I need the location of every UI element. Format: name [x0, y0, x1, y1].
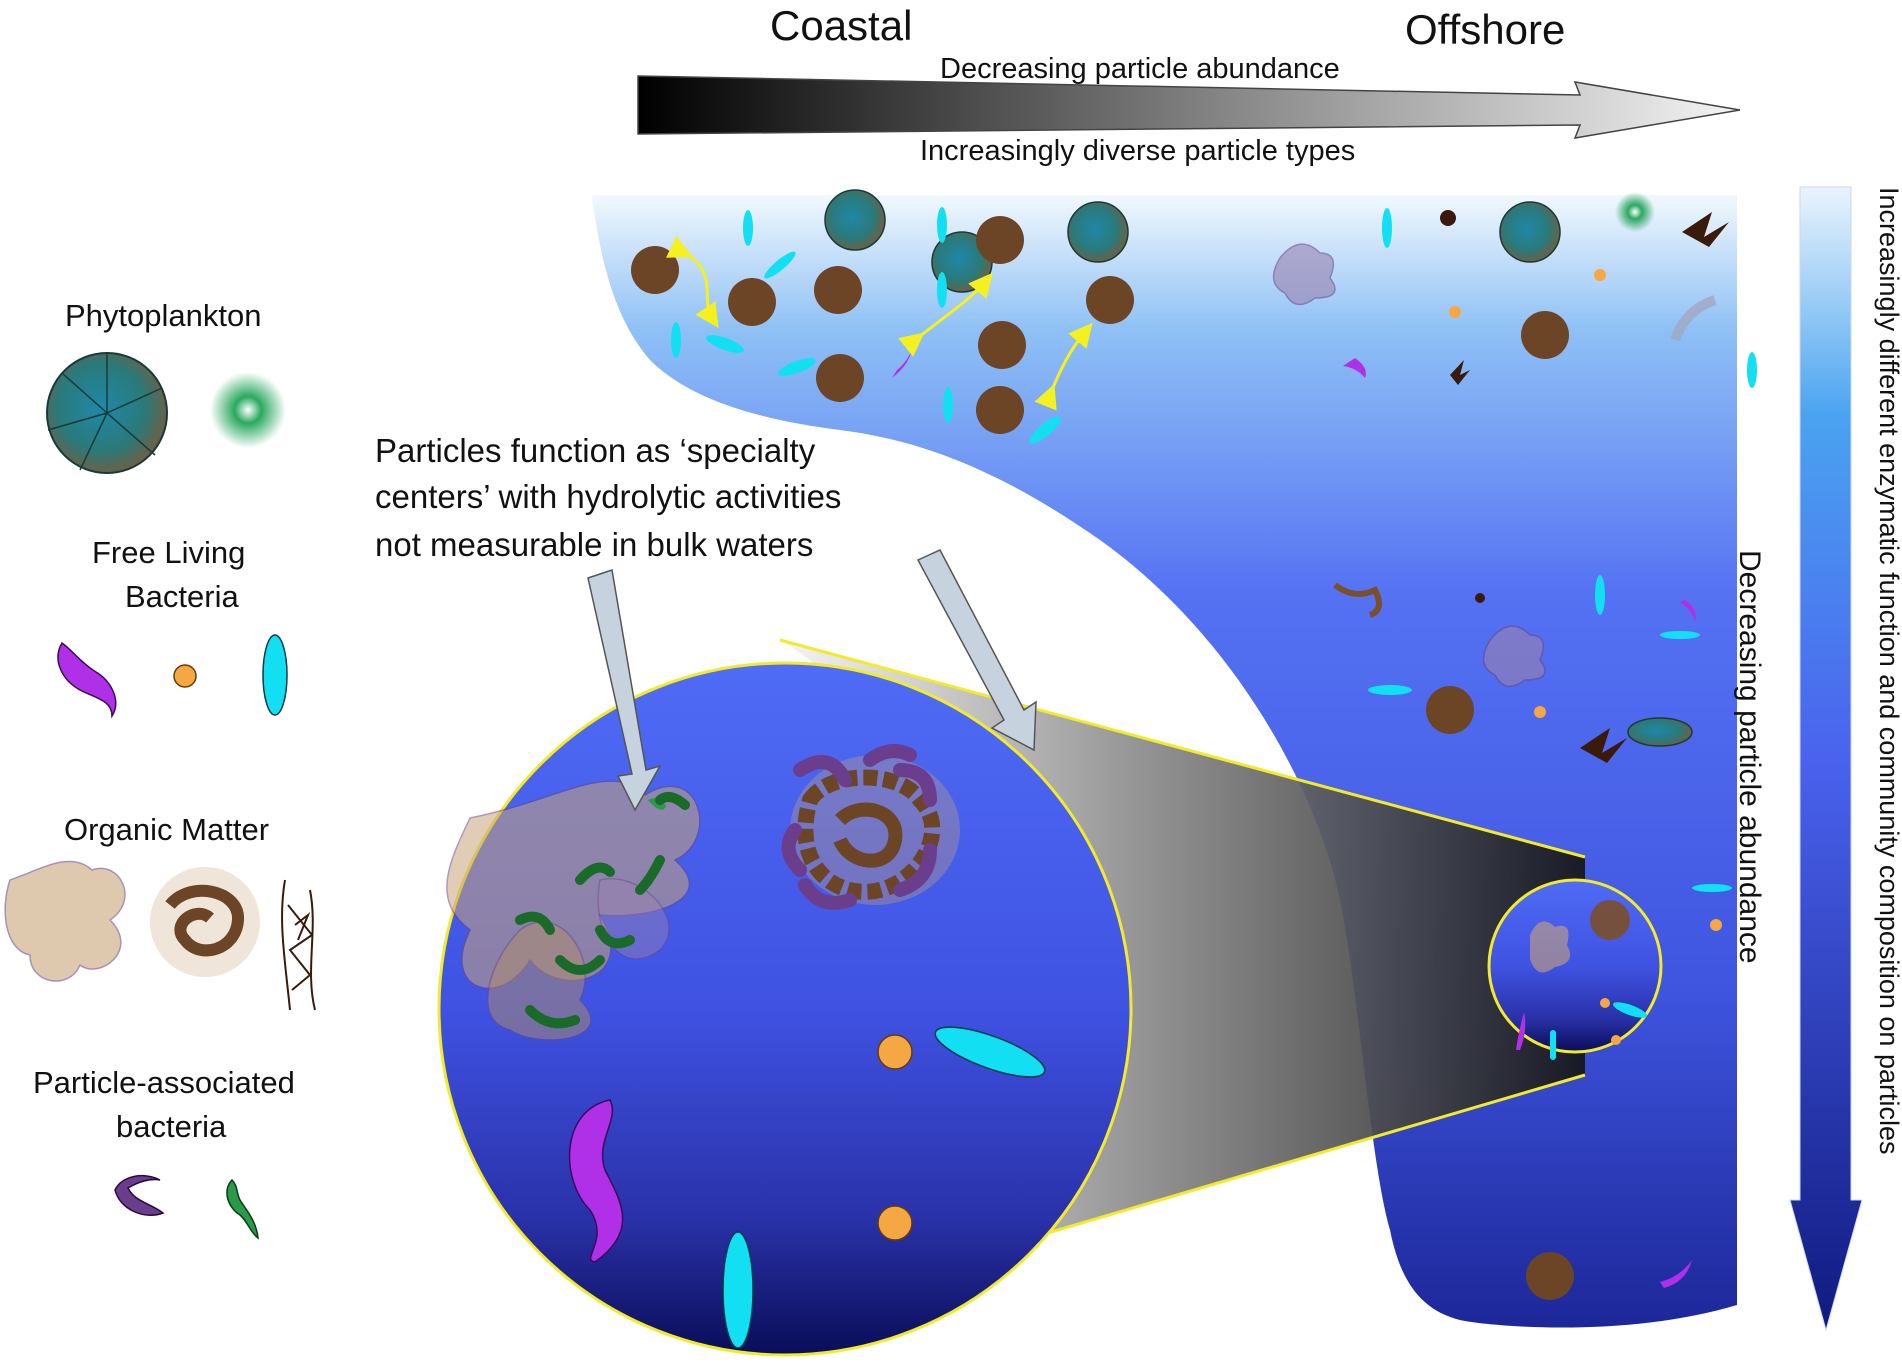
small-dark-particle — [1475, 593, 1485, 603]
callout-line1: Particles function as ‘specialty — [375, 432, 816, 469]
grey-detritus — [1670, 295, 1717, 342]
callout-line2: centers’ with hydrolytic activities — [375, 478, 841, 515]
vertical-gradient-label: Increasingly different enzymatic functio… — [1874, 187, 1902, 1154]
depth-gradient-arrow — [1789, 186, 1863, 1332]
top-arrow-upper-label: Decreasing particle abundance — [940, 53, 1340, 85]
diatom — [1627, 717, 1693, 747]
orange-coccus-bacterium — [877, 1034, 913, 1070]
top-arrow-lower-label: Increasingly diverse particle types — [920, 135, 1355, 167]
diatom — [1499, 201, 1561, 263]
depth-arrow-label: Decreasing particle abundance — [1733, 550, 1766, 964]
cyan-rod-bacterium — [706, 335, 744, 353]
cyan-rod-bacterium — [1747, 352, 1757, 388]
legend-phytoplankton-label: Phytoplankton — [65, 298, 261, 333]
transparent-exopolymer-icon — [4, 860, 126, 982]
small-dark-particle — [1440, 210, 1456, 226]
detrital-fragment — [1450, 360, 1470, 385]
purple-bacterium — [1679, 600, 1696, 622]
cyan-rod-bacterium — [764, 251, 796, 279]
cyan-rod-bacterium — [671, 322, 681, 358]
green-bacterium-icon — [226, 1178, 259, 1240]
diatom-segments — [47, 353, 163, 471]
cyan-rod-bacterium — [1595, 575, 1605, 615]
orange-coccus-bacterium — [1594, 269, 1606, 281]
small-zoom-circle — [1487, 878, 1663, 1060]
organic-aggregate — [978, 321, 1026, 369]
organic-aggregate — [1521, 311, 1569, 359]
detrital-particle-icon — [281, 879, 316, 1011]
legend-free-living-line2: Bacteria — [125, 579, 239, 614]
green-glow-cell — [1615, 192, 1655, 232]
green-glow-cell-icon — [210, 372, 286, 448]
organic-aggregate — [976, 386, 1024, 434]
cyan-rod-bacterium — [934, 1026, 1046, 1078]
organic-aggregate — [976, 216, 1024, 264]
organic-aggregate — [1526, 1252, 1574, 1300]
coastal-label: Coastal — [770, 2, 912, 49]
cyan-rod-icon — [262, 634, 288, 716]
organic-aggregate — [814, 266, 862, 314]
purple-bacterium-icon — [57, 641, 117, 719]
horizontal-gradient-arrow — [637, 75, 1741, 139]
cyan-rod-bacterium — [937, 272, 947, 308]
exchange-arrow — [666, 236, 719, 328]
transparent-organic-particle — [1272, 243, 1336, 306]
legend-particle-associated-line1: Particle-associated — [33, 1065, 295, 1100]
organic-aggregate — [816, 354, 864, 402]
cyan-rod-bacterium — [943, 387, 953, 423]
cyan-rod-bacterium — [1029, 416, 1061, 444]
organic-aggregate-particle — [781, 744, 960, 910]
orange-coccus-bacterium — [877, 1205, 913, 1241]
offshore-particle-cluster — [1272, 192, 1757, 1300]
cyan-rod-bacterium — [1368, 685, 1412, 695]
organic-aggregate — [728, 278, 776, 326]
legend-free-living-line1: Free Living — [92, 535, 245, 570]
exchange-arrow — [1034, 322, 1093, 411]
cyan-rod-bacterium — [722, 1231, 754, 1349]
exchange-arrow — [898, 272, 993, 357]
detrital-fragment — [1580, 728, 1627, 763]
diatom — [824, 189, 886, 251]
big-zoom-circle — [437, 661, 1133, 1357]
cyan-rod-bacterium — [743, 210, 753, 246]
cyan-rod-bacterium — [1692, 884, 1732, 892]
cyan-rod-bacterium — [1660, 631, 1700, 639]
organic-aggregate — [1086, 276, 1134, 324]
organic-aggregate — [631, 246, 679, 294]
orange-coccus-bacterium — [1449, 306, 1461, 318]
cyan-rod-bacterium — [778, 358, 816, 376]
diatom — [1067, 201, 1129, 263]
zoom-cone-edge-top — [779, 638, 1586, 859]
cyan-rod-bacterium — [937, 207, 947, 243]
callout-arrow-left — [587, 569, 662, 812]
legend-organic-matter-label: Organic Matter — [64, 812, 269, 847]
coastal-particle-cluster — [631, 189, 1134, 444]
detrital-fragment — [1682, 212, 1729, 247]
orange-coccus-icon — [173, 664, 197, 688]
orange-coccus-bacterium — [1710, 919, 1722, 931]
purple-bacterium — [1343, 358, 1366, 378]
purple-bacterium — [1660, 1260, 1692, 1288]
transparent-organic-particle — [1482, 625, 1546, 688]
purple-bacterium — [568, 1099, 624, 1263]
callout-line3: not measurable in bulk waters — [375, 526, 813, 563]
violet-crescent-bacterium-icon — [114, 1174, 165, 1216]
legend: Phytoplankton Free Living Bacteria Organ… — [4, 298, 316, 1240]
purple-bacterium — [892, 348, 912, 378]
legend-particle-associated-line2: bacteria — [116, 1109, 227, 1144]
brown-filament — [1333, 582, 1382, 618]
orange-coccus-bacterium — [1534, 706, 1546, 718]
cyan-rod-bacterium — [1382, 208, 1392, 248]
organic-aggregate — [1426, 686, 1474, 734]
callout-arrow-right — [916, 549, 1037, 752]
organic-aggregate-icon — [150, 867, 260, 977]
offshore-label: Offshore — [1405, 6, 1565, 53]
transparent-organic-particle — [446, 780, 701, 1041]
